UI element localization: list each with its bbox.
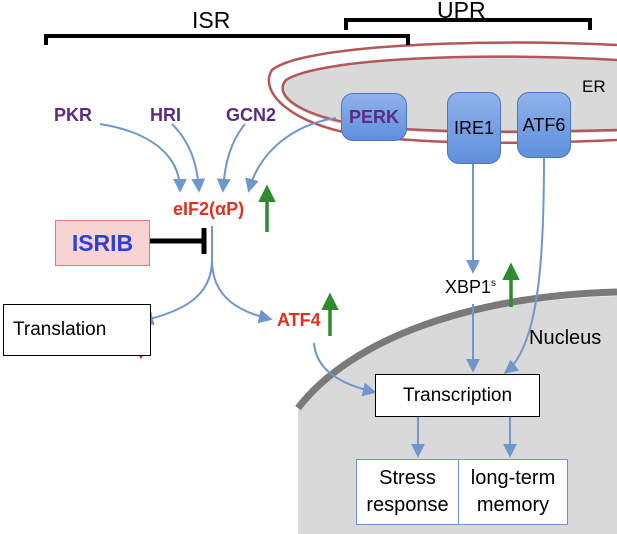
arrow-atf6-transcription bbox=[503, 157, 545, 374]
isr-bracket bbox=[44, 34, 410, 45]
translation-label: Translation bbox=[13, 319, 107, 340]
stress-line-1: Stress bbox=[379, 467, 436, 489]
gcn2-label: GCN2 bbox=[226, 105, 277, 125]
xbp1s-label: XBP1s bbox=[445, 278, 496, 296]
er-label: ER bbox=[582, 77, 606, 96]
transcription-box: Transcription bbox=[375, 374, 540, 417]
eif2-alpha-p-label: eIF2(αP) bbox=[173, 199, 245, 219]
isrib-box: ISRIB bbox=[55, 220, 150, 266]
xbp1-superscript: s bbox=[491, 278, 497, 289]
atf6-label: ATF6 bbox=[522, 114, 566, 135]
memory-line-2: memory bbox=[476, 494, 550, 516]
stress-response-box: Stress response bbox=[356, 459, 459, 525]
isrib-label: ISRIB bbox=[71, 229, 134, 256]
arrow-pkr-eif2 bbox=[99, 123, 187, 193]
ire1-receptor: IRE1 bbox=[447, 92, 501, 164]
nucleus-label: Nucleus bbox=[529, 327, 602, 349]
atf4-label: ATF4 bbox=[277, 310, 321, 330]
stress-line-2: response bbox=[366, 494, 449, 516]
nucleus-membrane bbox=[295, 288, 617, 411]
pkr-label: PKR bbox=[54, 105, 93, 125]
perk-receptor: PERK bbox=[341, 93, 407, 141]
atf6-receptor: ATF6 bbox=[517, 92, 571, 158]
memory-line-1: long-term bbox=[470, 467, 556, 489]
long-term-memory-box: long-term memory bbox=[458, 459, 568, 525]
arrow-atf4-transcription bbox=[313, 342, 377, 397]
xbp1-text: XBP1 bbox=[445, 277, 492, 297]
perk-label: PERK bbox=[348, 106, 399, 127]
translation-box: Translation bbox=[3, 304, 151, 356]
ire1-label: IRE1 bbox=[453, 117, 495, 138]
isr-label: ISR bbox=[192, 7, 231, 33]
stress-response-text: Stress response bbox=[366, 465, 448, 519]
upr-bracket bbox=[344, 18, 592, 30]
arrow-eif2-atf4 bbox=[211, 259, 273, 324]
arrow-hri-eif2 bbox=[171, 123, 206, 193]
transcription-label: Transcription bbox=[402, 384, 513, 406]
arrow-perk-eif2 bbox=[245, 117, 337, 193]
er-membrane-outer bbox=[267, 41, 617, 145]
hri-label: HRI bbox=[150, 105, 181, 125]
upr-label: UPR bbox=[437, 0, 486, 23]
arrow-gcn2-eif2 bbox=[216, 123, 246, 193]
memory-text: long-term memory bbox=[471, 465, 555, 519]
